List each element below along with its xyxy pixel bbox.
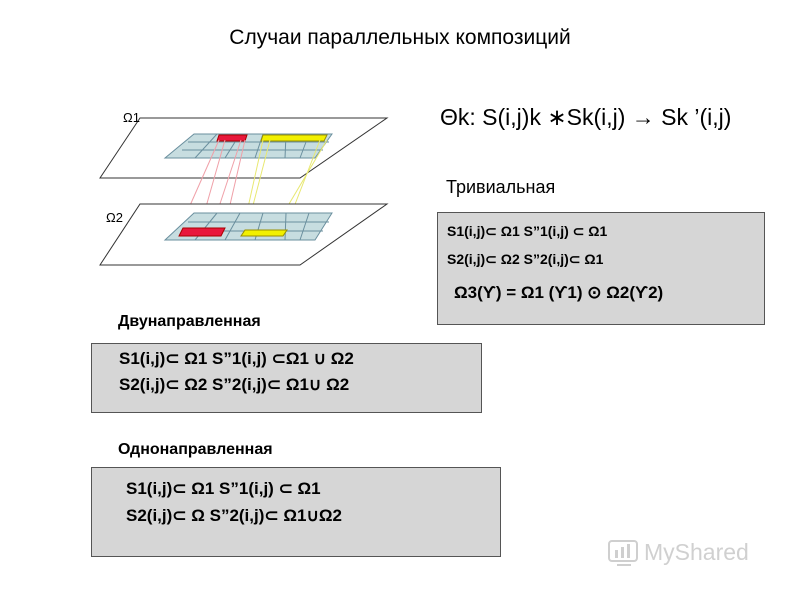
composition-formula: Θk: S(i,j)k ∗Sk(i,j) → Sk ’(i,j): [440, 104, 732, 130]
unidirectional-row-2: S2(i,j)⊂ Ω S”2(i,j)⊂ Ω1∪Ω2: [126, 506, 342, 525]
bidirectional-row-1: S1(i,j)⊂ Ω1 S”1(i,j) ⊂Ω1 ∪ Ω2: [119, 349, 354, 368]
watermark-icon: [608, 540, 638, 566]
trivial-row-1: S1(i,j)⊂ Ω1 S”1(i,j) ⊂ Ω1: [447, 223, 608, 239]
planes-diagram: [99, 117, 389, 266]
trivial-label: Тривиальная: [446, 177, 556, 197]
trivial-row-2: S2(i,j)⊂ Ω2 S”2(i,j)⊂ Ω1: [447, 251, 604, 267]
bidirectional-label: Двунаправленная: [118, 313, 261, 330]
red-cell-omega2: [178, 227, 226, 237]
red-cell-omega1: [216, 134, 248, 142]
yellow-cell-omega2: [240, 229, 288, 237]
bidirectional-row-2: S2(i,j)⊂ Ω2 S”2(i,j)⊂ Ω1∪ Ω2: [119, 375, 350, 394]
yellow-cell-omega1: [260, 134, 328, 142]
trivial-box: S1(i,j)⊂ Ω1 S”1(i,j) ⊂ Ω1 S2(i,j)⊂ Ω2 S”…: [437, 212, 765, 325]
unidirectional-label: Однонаправленная: [118, 441, 273, 458]
omega1-label: Ω1: [123, 110, 140, 125]
bidirectional-box: S1(i,j)⊂ Ω1 S”1(i,j) ⊂Ω1 ∪ Ω2 S2(i,j)⊂ Ω…: [91, 343, 482, 413]
page-title: Случаи параллельных композиций: [229, 26, 571, 49]
unidirectional-box: S1(i,j)⊂ Ω1 S”1(i,j) ⊂ Ω1 S2(i,j)⊂ Ω S”2…: [91, 467, 501, 557]
watermark-text: MyShared: [644, 539, 749, 565]
omega2-label: Ω2: [106, 210, 123, 225]
unidirectional-row-1: S1(i,j)⊂ Ω1 S”1(i,j) ⊂ Ω1: [126, 479, 321, 498]
trivial-row-3: Ω3(ϒ) = Ω1 (ϒ1) ⊙ Ω2(ϒ2): [454, 283, 664, 302]
